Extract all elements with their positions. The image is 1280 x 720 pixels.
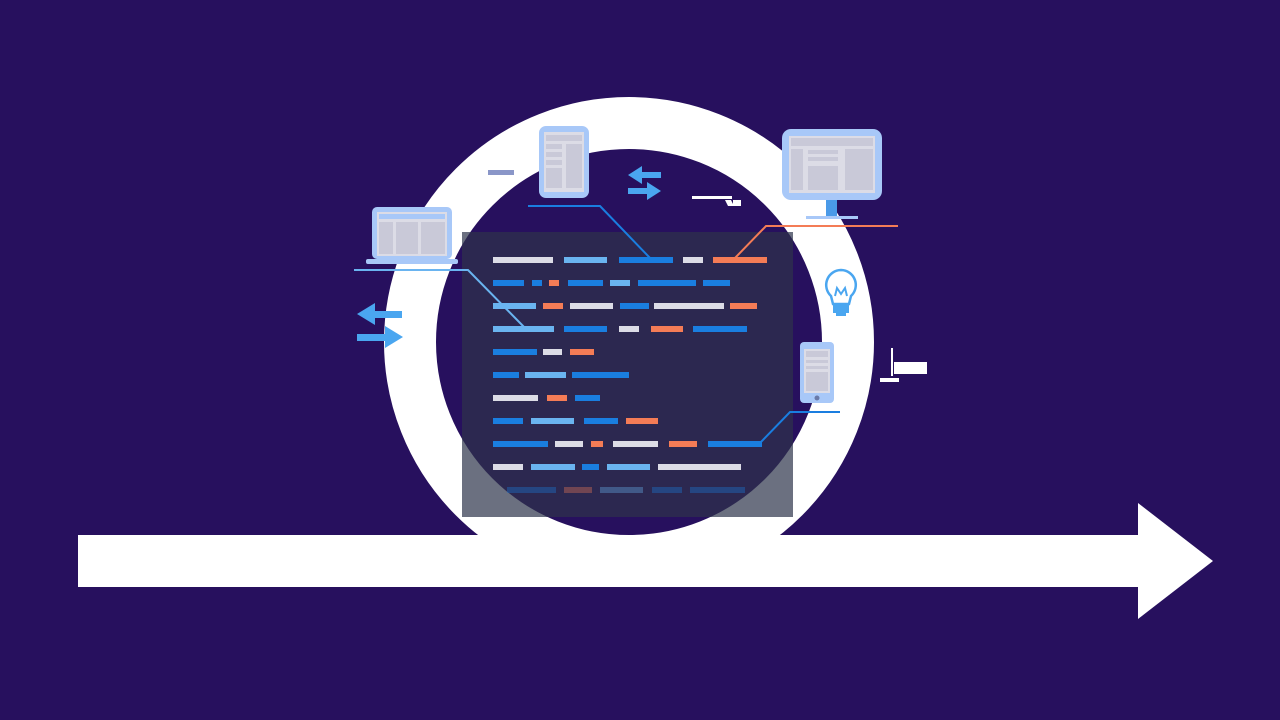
code-line-segment xyxy=(564,257,607,263)
desktop-monitor-icon xyxy=(782,129,882,219)
code-line-segment xyxy=(619,257,673,263)
laptop-icon xyxy=(366,207,458,264)
code-line-segment xyxy=(493,395,538,401)
signal-decoration xyxy=(692,196,927,382)
code-line-segment xyxy=(493,280,524,286)
code-line-segment xyxy=(610,280,630,286)
code-line-segment xyxy=(531,418,574,424)
progress-arrow-icon xyxy=(78,503,1213,619)
code-line-segment xyxy=(619,326,639,332)
code-line-segment xyxy=(570,303,613,309)
code-line-segment xyxy=(584,418,618,424)
code-line-segment xyxy=(652,487,682,493)
code-line-segment xyxy=(620,303,649,309)
code-line-segment xyxy=(703,280,730,286)
code-line-segment xyxy=(730,303,757,309)
code-line-segment xyxy=(693,326,747,332)
code-line-segment xyxy=(493,441,548,447)
code-line-segment xyxy=(638,280,696,286)
code-line-segment xyxy=(543,349,562,355)
code-line-segment xyxy=(570,349,594,355)
code-line-segment xyxy=(543,303,563,309)
code-line-segment xyxy=(564,487,592,493)
dash-decoration xyxy=(488,170,514,175)
code-line-segment xyxy=(613,441,658,447)
code-line-segment xyxy=(690,487,745,493)
connector-line xyxy=(759,411,840,444)
code-line-segment xyxy=(493,372,519,378)
code-line-segment xyxy=(507,487,556,493)
code-line-segment xyxy=(525,372,566,378)
code-line-segment xyxy=(582,464,599,470)
code-line-segment xyxy=(654,303,724,309)
code-line-segment xyxy=(564,326,607,332)
code-line-segment xyxy=(493,349,537,355)
code-line-segment xyxy=(493,257,553,263)
connector-line xyxy=(734,225,898,259)
connector-line xyxy=(528,205,651,259)
tablet-icon xyxy=(539,126,589,198)
code-line-segment xyxy=(708,441,762,447)
code-line-segment xyxy=(568,280,603,286)
connector-line xyxy=(354,269,526,329)
code-line-segment xyxy=(493,418,523,424)
code-line-segment xyxy=(600,487,643,493)
code-line-segment xyxy=(493,326,554,332)
code-line-segment xyxy=(669,441,697,447)
code-line-segment xyxy=(607,464,650,470)
code-panel xyxy=(462,232,793,517)
code-line-segment xyxy=(547,395,567,401)
code-line-segment xyxy=(572,372,629,378)
code-line-segment xyxy=(626,418,658,424)
code-line-segment xyxy=(683,257,703,263)
code-line-segment xyxy=(713,257,767,263)
code-line-segment xyxy=(531,464,575,470)
code-line-segment xyxy=(575,395,600,401)
code-line-segment xyxy=(493,464,523,470)
code-line-segment xyxy=(555,441,583,447)
lightbulb-icon xyxy=(824,268,858,316)
code-line-segment xyxy=(658,464,741,470)
sync-arrows-icon xyxy=(357,166,661,348)
code-line-segment xyxy=(493,303,536,309)
code-line-segment xyxy=(591,441,603,447)
code-line-segment xyxy=(532,280,542,286)
smartphone-icon xyxy=(800,342,834,403)
code-line-segment xyxy=(549,280,559,286)
code-line-segment xyxy=(651,326,683,332)
